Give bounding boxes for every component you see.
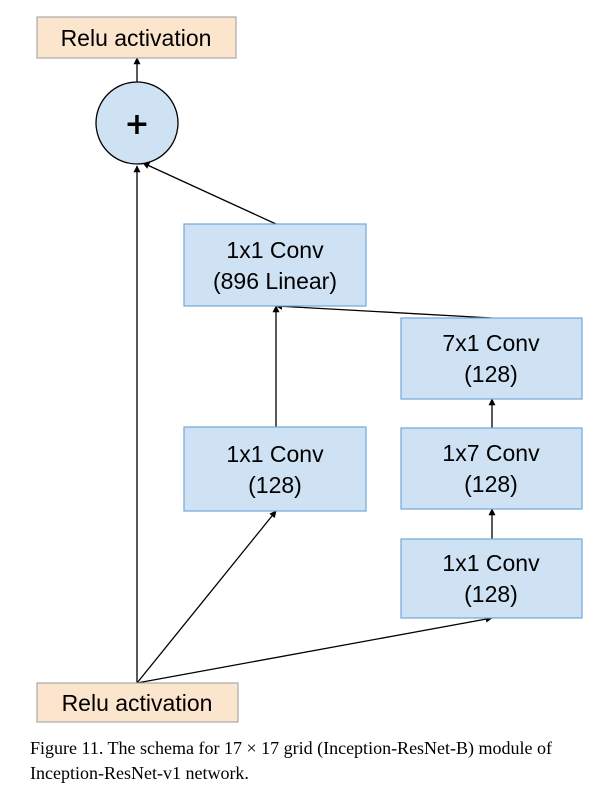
conv-1x1-linear-title: 1x1 Conv: [226, 237, 324, 263]
conv-7x1-title: 7x1 Conv: [442, 330, 540, 356]
conv-1x1-branch-a-title: 1x1 Conv: [226, 441, 324, 467]
conv-1x1-branch-b: 1x1 Conv (128): [400, 538, 583, 619]
figure-caption: Figure 11. The schema for 17 × 17 grid (…: [30, 738, 553, 783]
conv-1x1-branch-a: 1x1 Conv (128): [183, 426, 367, 512]
conv-1x1-branch-b-title: 1x1 Conv: [442, 550, 540, 576]
edge-relu-in-to-conv-a: [136, 510, 277, 684]
conv-1x7-title: 1x7 Conv: [442, 440, 540, 466]
conv-7x1: 7x1 Conv (128): [400, 317, 583, 400]
edge-conv-b3-to-conv-linear: [275, 302, 493, 319]
conv-1x1-linear: 1x1 Conv (896 Linear): [183, 223, 367, 307]
conv-1x1-branch-b-detail: (128): [464, 581, 518, 607]
conv-1x7-detail: (128): [464, 471, 518, 497]
relu-activation-input: Relu activation: [36, 682, 239, 723]
plus-icon: +: [124, 107, 149, 142]
sum-node: +: [95, 81, 179, 165]
conv-1x1-branch-a-detail: (128): [248, 472, 302, 498]
edge-relu-in-to-conv-b1: [136, 615, 493, 684]
edge-conv-linear-to-sum: [142, 162, 277, 225]
edges: [133, 57, 496, 684]
conv-7x1-detail: (128): [464, 361, 518, 387]
relu-activation-input-label: Relu activation: [62, 690, 213, 716]
conv-1x1-linear-detail: (896 Linear): [213, 268, 337, 294]
relu-activation-output-label: Relu activation: [61, 25, 212, 51]
relu-activation-output: Relu activation: [36, 16, 237, 59]
conv-1x7: 1x7 Conv (128): [400, 427, 583, 510]
